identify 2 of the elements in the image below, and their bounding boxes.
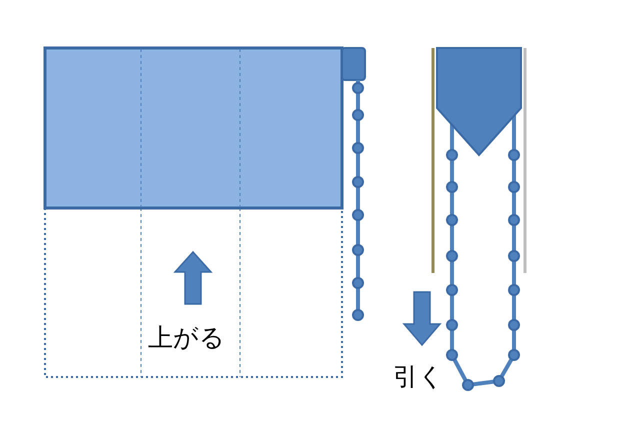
direction-label: 引く bbox=[393, 364, 444, 389]
direction-label: 上がる bbox=[148, 325, 225, 350]
